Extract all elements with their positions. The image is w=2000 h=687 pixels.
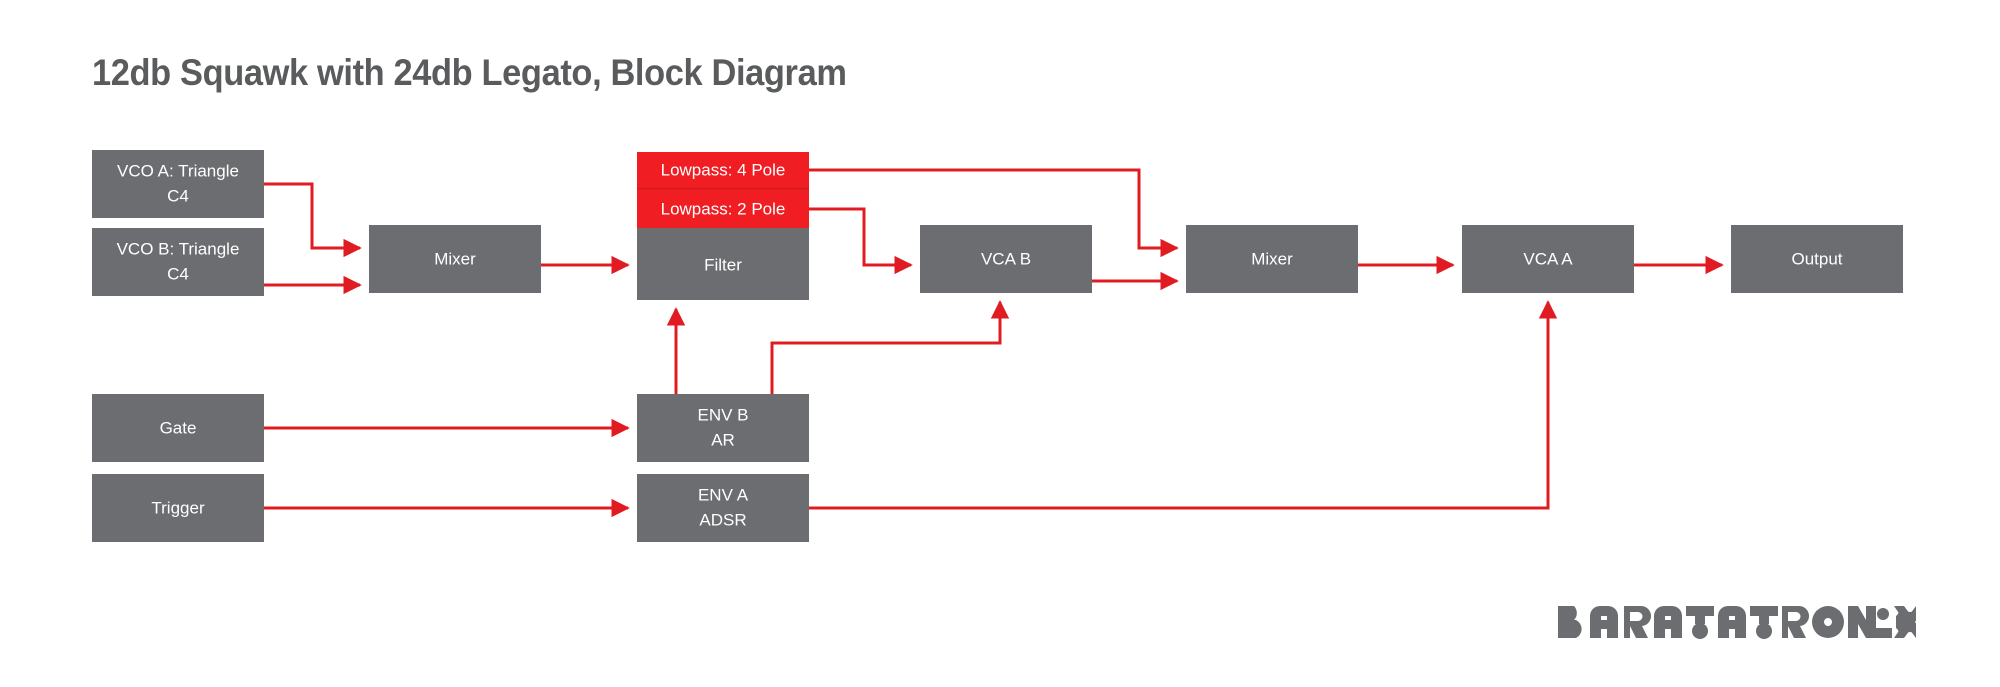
node-trigger[interactable]: Trigger [92, 474, 264, 542]
node-vco-b[interactable]: VCO B: Triangle C4 [92, 228, 264, 296]
node-mixer-2[interactable]: Mixer [1186, 225, 1358, 293]
node-vco-b-label-line2: C4 [167, 264, 189, 283]
node-env-b-label-line2: AR [711, 430, 735, 449]
node-lowpass-4-pole[interactable]: Lowpass: 4 Pole [637, 152, 809, 188]
brand-logo: BARATATRONIX [1558, 605, 1916, 639]
node-vco-a-label-line1: VCO A: Triangle [117, 161, 239, 180]
node-lowpass-2-pole-label: Lowpass: 2 Pole [661, 199, 786, 218]
node-env-a-label-line1: ENV A [698, 485, 749, 504]
node-mixer-1[interactable]: Mixer [369, 225, 541, 293]
node-lowpass-2-pole[interactable]: Lowpass: 2 Pole [637, 187, 809, 228]
wire-lowpass2-to-vcab [809, 207, 913, 275]
node-vco-a[interactable]: VCO A: Triangle C4 [92, 150, 264, 218]
node-gate-label: Gate [160, 418, 197, 437]
node-lowpass-4-pole-label: Lowpass: 4 Pole [661, 160, 786, 179]
node-filter[interactable]: Filter [637, 228, 809, 300]
node-trigger-label: Trigger [151, 498, 205, 517]
node-output-label: Output [1791, 249, 1842, 268]
node-vco-a-label-line2: C4 [167, 186, 189, 205]
wire-envb-to-vcab [770, 300, 1010, 394]
page-title: 12db Squawk with 24db Legato, Block Diag… [92, 52, 847, 93]
wire-lowpass4-to-mixer2 [809, 168, 1179, 258]
node-vca-a[interactable]: VCA A [1462, 225, 1634, 293]
node-env-b-label-line1: ENV B [697, 405, 748, 424]
node-env-a-label-line2: ADSR [699, 510, 746, 529]
node-mixer-2-label: Mixer [1251, 249, 1293, 268]
node-output[interactable]: Output [1731, 225, 1903, 293]
node-env-b[interactable]: ENV B AR [637, 394, 809, 462]
node-mixer-1-label: Mixer [434, 249, 476, 268]
wire-vco-a-to-mixer1 [264, 182, 362, 258]
wire-enva-to-vcaa [809, 300, 1558, 510]
node-env-a[interactable]: ENV A ADSR [637, 474, 809, 542]
node-vco-b-label-line1: VCO B: Triangle [117, 239, 240, 258]
node-vca-b[interactable]: VCA B [920, 225, 1092, 293]
node-gate[interactable]: Gate [92, 394, 264, 462]
node-vca-a-label: VCA A [1523, 249, 1573, 268]
node-filter-label: Filter [704, 255, 742, 274]
node-vca-b-label: VCA B [981, 249, 1031, 268]
